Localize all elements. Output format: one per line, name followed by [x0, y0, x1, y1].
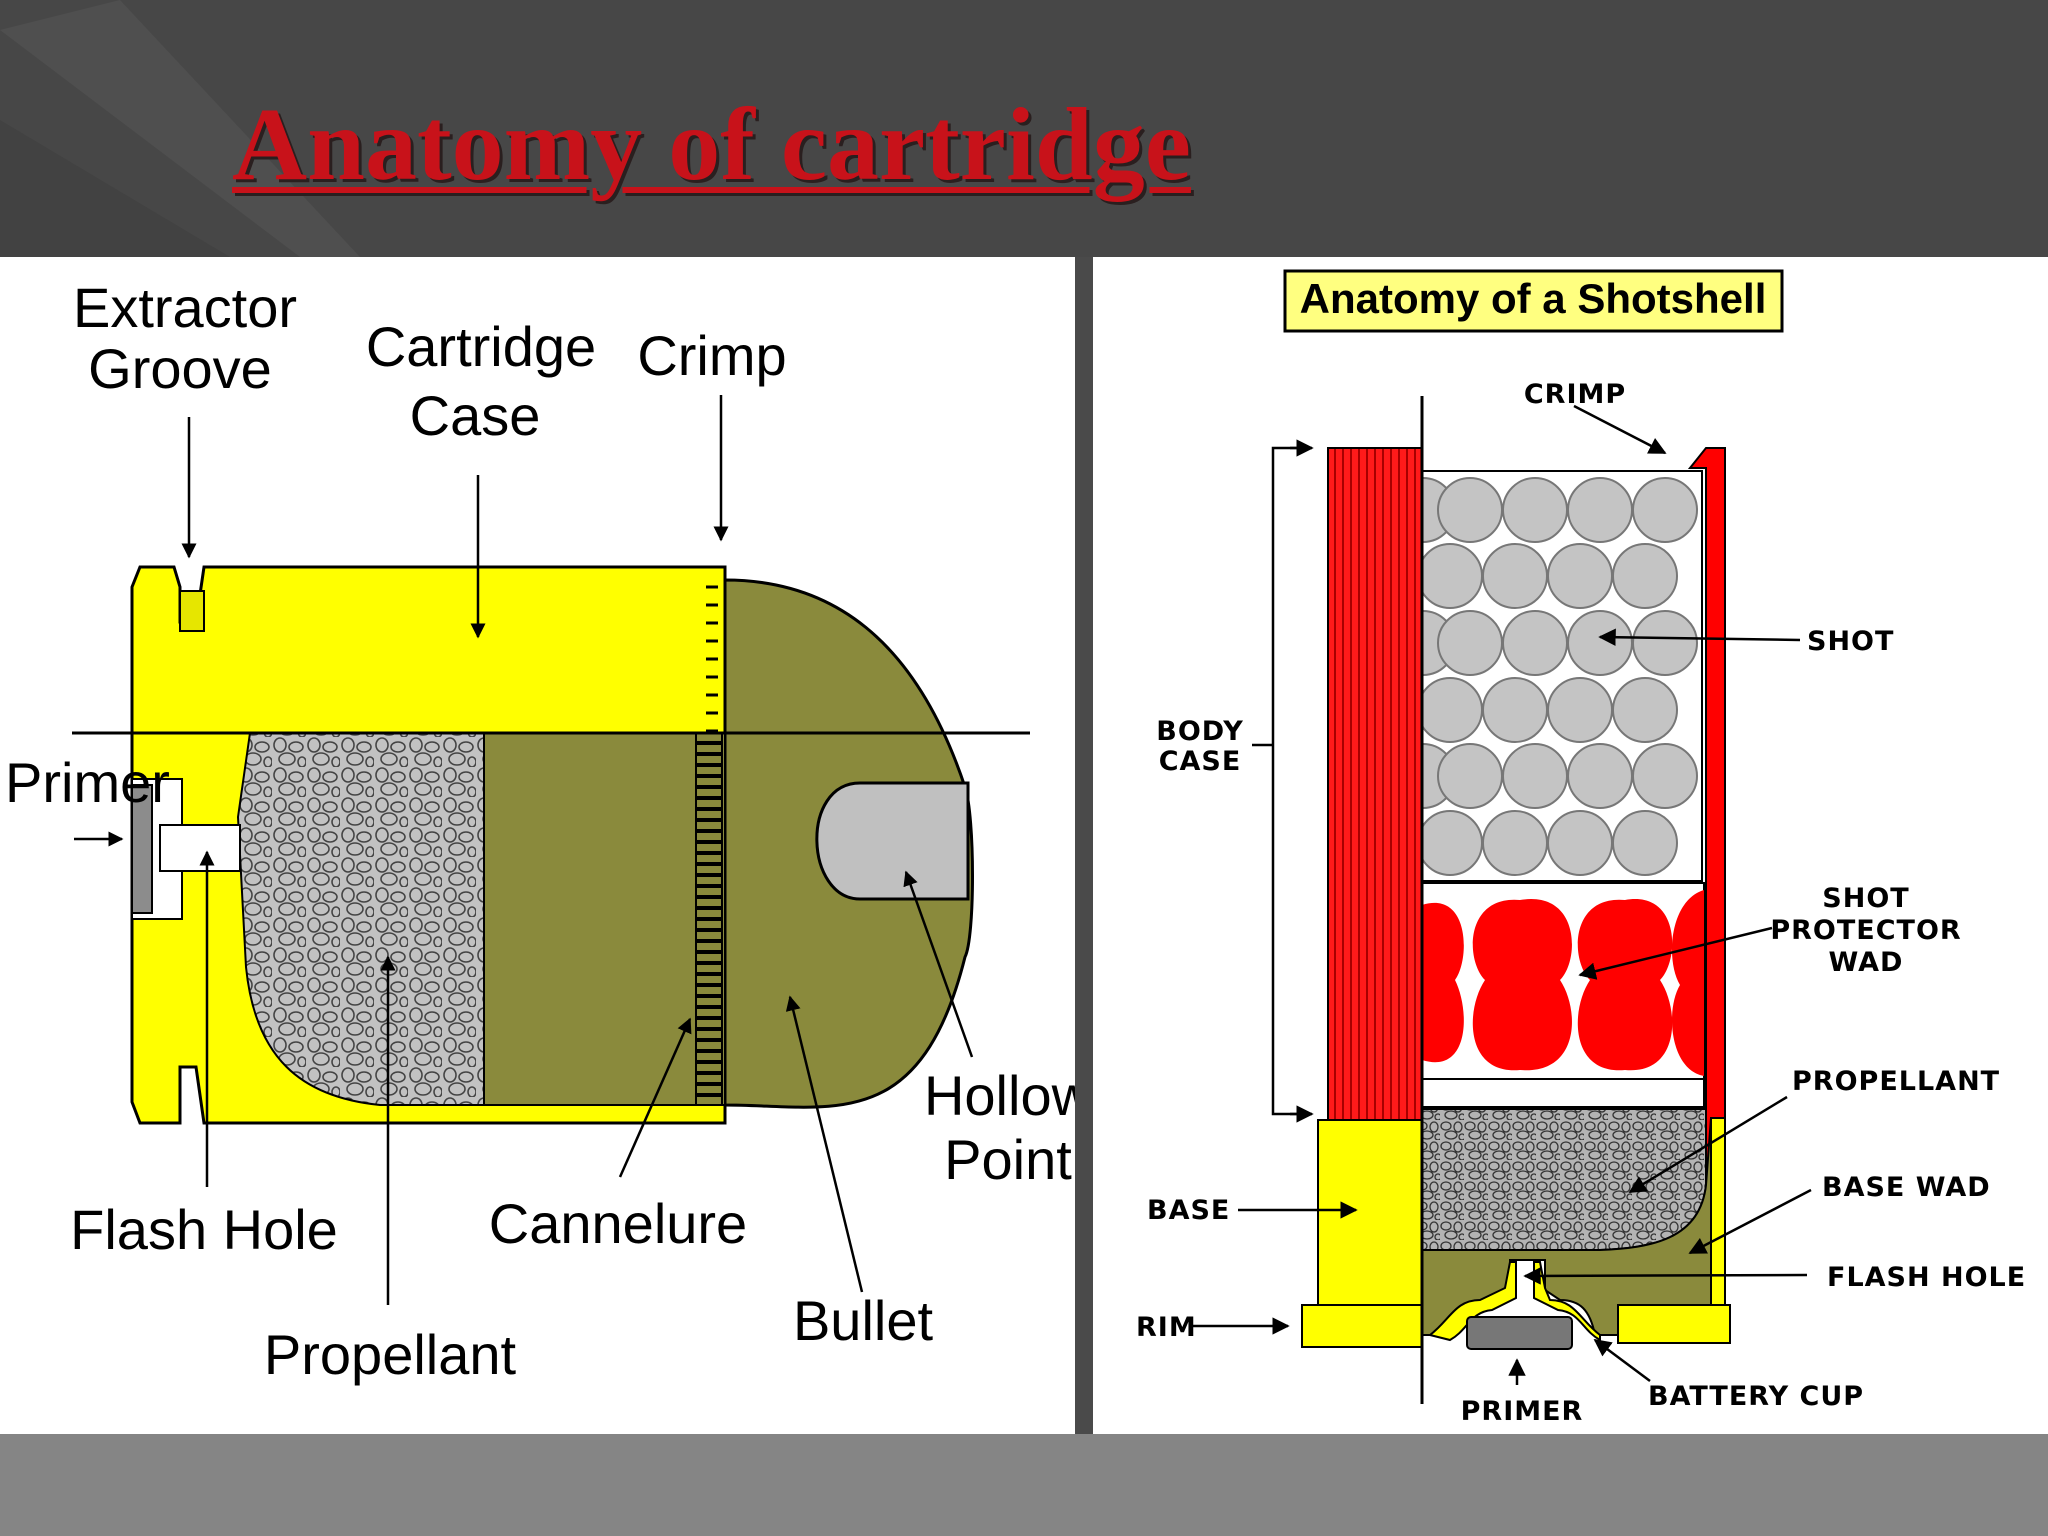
shotshell-leader-lines	[1190, 404, 1812, 1385]
label-extractor-groove: Extractor	[73, 276, 297, 339]
shot-pellet	[1632, 477, 1698, 543]
label-shot-protector-wad-2: PROTECTOR	[1770, 915, 1961, 946]
shot-pellet	[1567, 743, 1633, 809]
primer	[131, 784, 153, 914]
background-decoration	[0, 0, 360, 257]
label-cartridge-case: Cartridge	[366, 315, 596, 378]
cannelure-grooves	[695, 732, 723, 1106]
label-flash-hole: Flash Hole	[70, 1198, 338, 1261]
shot-pellet	[1437, 610, 1503, 676]
label-hollow-point-2: Point	[944, 1128, 1072, 1191]
label-base: BASE	[1147, 1195, 1230, 1226]
cartridge-diagram: Extractor Groove Cartridge Case Crimp Pr…	[5, 276, 1075, 1386]
base	[1317, 1119, 1423, 1306]
shotshell-title-box	[1283, 269, 1784, 333]
shot-pellet	[1567, 477, 1633, 543]
shotshell-title: Anatomy of a Shotshell	[1300, 275, 1767, 322]
shot-pellet	[1437, 477, 1503, 543]
label-cannelure: Cannelure	[489, 1192, 747, 1255]
shotshell-primer	[1466, 1316, 1573, 1350]
shot-pellet	[1422, 543, 1483, 609]
battery-cup	[1427, 1261, 1601, 1342]
label-shotshell-propellant: PROPELLANT	[1792, 1066, 2000, 1097]
footer-band	[0, 1434, 2048, 1536]
shot-pellet	[1547, 677, 1613, 743]
crimp-teeth	[706, 585, 718, 733]
rim	[1301, 1304, 1423, 1348]
rim-right	[1617, 1304, 1731, 1344]
body-case-wall	[1327, 447, 1423, 1121]
label-body-case-2: CASE	[1159, 746, 1242, 777]
label-body-case: BODY	[1156, 716, 1244, 747]
shotshell-propellant	[1421, 1108, 1707, 1251]
hollow-point-cavity	[815, 781, 970, 901]
shot-pellet	[1632, 610, 1698, 676]
shot-pellet	[1437, 743, 1503, 809]
shot-pellet	[1612, 543, 1678, 609]
label-base-wad: BASE WAD	[1822, 1172, 1991, 1203]
shot-pellet	[1422, 677, 1483, 743]
shot-pellet	[1547, 810, 1613, 876]
powder-card	[1421, 1078, 1705, 1108]
shot-pellet	[1482, 810, 1548, 876]
shot-pellet	[1612, 677, 1678, 743]
shot-pellet	[1422, 810, 1483, 876]
bullet-base	[483, 732, 726, 1106]
shot-pellet	[1547, 543, 1613, 609]
label-propellant: Propellant	[264, 1323, 517, 1386]
label-shotshell-flash-hole: FLASH HOLE	[1827, 1262, 2026, 1293]
shot-pellet	[1482, 543, 1548, 609]
label-shotshell-crimp: CRIMP	[1524, 379, 1626, 410]
shot-pellet	[1567, 610, 1633, 676]
label-shot-protector-wad-3: WAD	[1829, 947, 1904, 978]
propellant	[236, 732, 485, 1106]
label-extractor-groove-2: Groove	[88, 337, 272, 400]
shot-pellet	[1632, 743, 1698, 809]
title-bar-background	[0, 0, 2048, 257]
brass-head-strip	[1710, 1117, 1726, 1336]
shotshell-diagram: Anatomy of a Shotshell	[1136, 269, 2026, 1427]
extractor-groove	[179, 590, 205, 632]
shot-pellet	[1502, 477, 1568, 543]
label-hollow-point: Hollow	[924, 1064, 1075, 1127]
shotshell-diagram-panel: Anatomy of a Shotshell	[1093, 257, 2048, 1434]
shot-pellet	[1502, 743, 1568, 809]
shot-pellet	[1502, 610, 1568, 676]
label-bullet: Bullet	[793, 1289, 934, 1352]
cartridge-leader-lines	[74, 395, 974, 1305]
shot-pellet	[1482, 677, 1548, 743]
label-shot-protector-wad: SHOT	[1822, 883, 1909, 914]
label-battery-cup: BATTERY CUP	[1648, 1381, 1864, 1412]
label-rim: RIM	[1136, 1312, 1197, 1343]
body-case-bracket	[1252, 439, 1314, 1123]
cartridge-diagram-panel: Extractor Groove Cartridge Case Crimp Pr…	[0, 257, 1075, 1434]
shot-protector-wad	[1422, 890, 1704, 1076]
shot-pellets	[1422, 477, 1698, 876]
label-primer: Primer	[5, 751, 170, 814]
label-shot: SHOT	[1807, 626, 1894, 657]
flash-hole	[159, 824, 241, 872]
label-shotshell-primer: PRIMER	[1461, 1396, 1584, 1427]
shot-pellet	[1612, 810, 1678, 876]
label-crimp: Crimp	[637, 324, 786, 387]
slide-title: Anatomy of cartridge	[232, 87, 1191, 202]
label-cartridge-case-2: Case	[410, 384, 541, 447]
